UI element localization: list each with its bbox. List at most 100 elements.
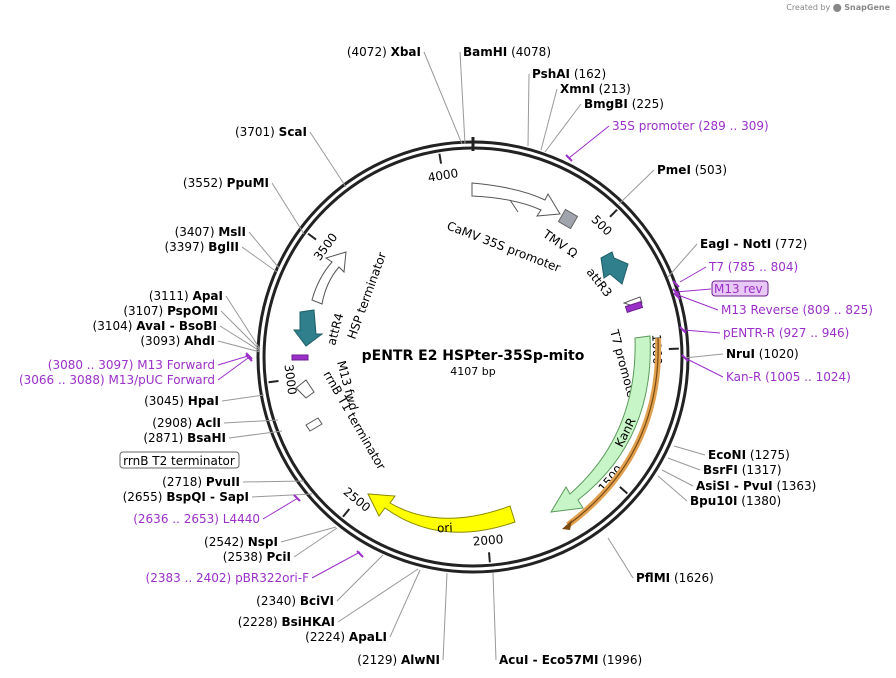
enzyme-leader [220, 310, 261, 351]
enzyme-position: (1363) [776, 479, 816, 493]
enzyme-position: (2228) [238, 615, 278, 629]
feature-attr4: attR4 [293, 309, 346, 347]
enzyme-name: ApaLI [349, 630, 387, 644]
enzyme-site: XmnI (213) [560, 82, 631, 96]
primer-mark [673, 292, 681, 300]
enzyme-position: (213) [599, 82, 631, 96]
enzyme-name: AlwNI [401, 653, 440, 667]
primer-range: (785 .. 804) [728, 260, 798, 274]
enzyme-name: PspOMI [167, 304, 218, 318]
feature-tmv-omega: TMV Ω [539, 208, 580, 261]
enzyme-site: Bpu10I (1380) [690, 494, 781, 508]
enzyme-label: AcuI - Eco57MI (1996) [499, 653, 642, 667]
enzyme-leader [492, 572, 497, 661]
credit-prefix: Created by [786, 3, 831, 12]
primer-name: Kan-R [726, 370, 761, 384]
tick-label-2500: 2500 [341, 485, 374, 515]
enzyme-position: (3397) [164, 240, 204, 254]
enzyme-name: Bpu10I [690, 494, 737, 508]
tick-label-2000: 2000 [472, 532, 504, 548]
enzyme-position: (1275) [750, 448, 790, 462]
enzyme-label: PmeI (503) [657, 163, 727, 177]
enzyme-leader [221, 394, 265, 402]
tick-mark-3000 [268, 380, 279, 384]
enzyme-site: (2871) BsaHI [143, 431, 226, 445]
enzyme-label: (2538) PciI [223, 550, 291, 564]
enzyme-name: AsiSI - PvuI [696, 479, 773, 493]
enzyme-leader [219, 325, 261, 352]
enzyme-label: (2129) AlwNI [357, 653, 440, 667]
feature-camv35s: CaMV 35S promoter [445, 182, 562, 275]
primer-site: 35S promoter (289 .. 309) [565, 119, 769, 162]
enzyme-name: BsrFI [703, 463, 738, 477]
enzyme-site: (2538) PciI [223, 550, 291, 564]
snapgene-credit: Created by ⬤ SnapGene [786, 3, 890, 12]
enzyme-label: (3111) ApaI [149, 289, 223, 303]
enzyme-site: (3107) PspOMI [123, 304, 218, 318]
enzyme-leader [423, 51, 463, 145]
rrnb-t2-label: rrnB T2 terminator [123, 454, 235, 468]
enzyme-name: PciI [267, 550, 292, 564]
enzyme-name: ApaI [193, 289, 223, 303]
enzyme-leader [217, 340, 261, 353]
enzyme-leader [657, 475, 688, 502]
enzyme-name: PvuII [206, 475, 240, 489]
primer-range: (3066 .. 3088) [19, 373, 105, 387]
tick-mark-2000 [488, 552, 491, 563]
primer-site: M13 Reverse (809 .. 825) [673, 292, 873, 317]
enzyme-leader [248, 231, 280, 269]
enzyme-site: PmeI (503) [657, 163, 727, 177]
enzyme-label: Bpu10I (1380) [690, 494, 781, 508]
enzyme-position: (772) [775, 237, 807, 251]
enzyme-leader [540, 88, 558, 151]
primer-label: Kan-R (1005 .. 1024) [726, 370, 851, 384]
primer-range: (2383 .. 2402) [146, 571, 232, 585]
enzyme-position: (3407) [175, 225, 215, 239]
enzyme-name: AcuI - Eco57MI [499, 653, 598, 667]
enzyme-name: MslI [218, 225, 246, 239]
enzyme-site: (2655) BspQI - SapI [123, 490, 249, 504]
enzyme-leader [618, 169, 655, 205]
enzyme-position: (2538) [223, 550, 263, 564]
tick-mark-500 [609, 209, 618, 218]
enzyme-label: (2224) ApaLI [305, 630, 387, 644]
enzyme-leader [225, 295, 261, 350]
enzyme-name: PshAI [532, 67, 570, 81]
primer-mark [672, 280, 680, 288]
primer-label: (3066 .. 3088) M13/pUC Forward [19, 373, 215, 387]
enzyme-leader [280, 526, 337, 543]
primer-leader [683, 329, 721, 334]
tick-mark-1500 [619, 486, 628, 495]
enzyme-leader [607, 537, 634, 579]
enzyme-label: (3093) AhdI [140, 334, 215, 348]
enzyme-site: (3552) PpuMI [183, 176, 269, 190]
enzyme-label: BamHI (4078) [463, 45, 551, 59]
enzyme-position: (4072) [347, 45, 387, 59]
enzyme-name: AhdI [184, 334, 215, 348]
enzyme-position: (1996) [602, 653, 642, 667]
primer-range: (1005 .. 1024) [765, 370, 851, 384]
enzyme-site: (2224) ApaLI [305, 630, 387, 644]
enzyme-position: (2655) [123, 490, 163, 504]
enzyme-position: (2129) [357, 653, 397, 667]
enzyme-name: PmeI [657, 163, 691, 177]
primer-mark [245, 352, 253, 360]
primer-site: (3066 .. 3088) M13/pUC Forward [19, 354, 253, 387]
enzyme-site: (2908) AclI [152, 416, 221, 430]
enzyme-name: EcoNI [708, 448, 746, 462]
primer-leader [679, 266, 707, 283]
primer-mark [293, 494, 301, 502]
enzyme-name: BciVI [300, 594, 334, 608]
enzyme-leader [527, 73, 530, 147]
leader-lines [217, 51, 724, 661]
enzyme-label: BsrFI (1317) [703, 463, 782, 477]
enzyme-name: EagI - NotI [700, 237, 771, 251]
enzyme-position: (3111) [149, 289, 189, 303]
primer-label: pENTR-R (927 .. 946) [723, 326, 849, 340]
plasmid-size: 4107 bp [450, 365, 495, 378]
enzyme-label: (2542) NspI [204, 535, 278, 549]
enzyme-label: (2871) BsaHI [143, 431, 226, 445]
enzyme-leader [442, 572, 448, 661]
primer-name: M13 Forward [137, 358, 215, 372]
